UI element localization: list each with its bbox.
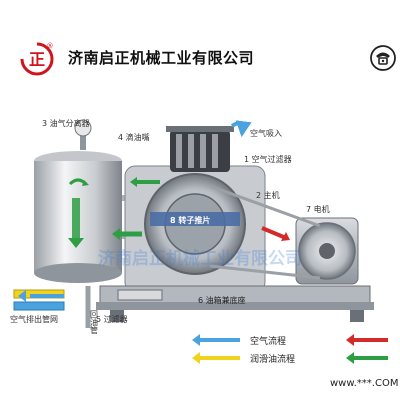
label-oil-separator: 3 油气分离器	[42, 118, 90, 128]
label-air-filter-1: 1 空气过滤器	[244, 154, 292, 164]
oil-tank-base	[96, 285, 374, 322]
company-name: 济南启正机械工业有限公司	[68, 49, 255, 67]
compressor-diagram: 3 油气分离器 4 滴油嘴 空气吸入 1 空气过滤器 2 主机 7 电机 8 转…	[0, 106, 400, 400]
label-return-pipe-text: 回油管	[90, 310, 99, 335]
label-air-intake: 空气吸入	[250, 128, 282, 138]
legend: 空气流程 润滑油流程	[192, 334, 388, 365]
label-air-filter-5: 5 过滤器	[96, 314, 128, 324]
label-main-unit: 2 主机	[256, 190, 280, 200]
oil-separator-tank	[34, 151, 122, 283]
legend-lube-arrow	[192, 352, 200, 364]
phone-icon[interactable]	[369, 44, 397, 72]
air-intake-arrow	[230, 120, 252, 138]
air-flow-arrow-1-head	[18, 290, 26, 302]
label-rotor: 8 转子推片	[170, 215, 210, 225]
drive-arrow	[261, 226, 287, 240]
footer-url: www.***.COM	[330, 378, 398, 389]
label-motor: 7 电机	[306, 204, 330, 214]
oil-flow-arrow-2-head	[130, 177, 137, 187]
drive-belt	[209, 184, 321, 280]
registered-mark: ®	[47, 42, 54, 50]
legend-air-arrow	[192, 334, 200, 346]
tank-valve	[74, 119, 92, 150]
main-unit	[124, 165, 266, 293]
legend-green-arrow	[346, 352, 354, 364]
header: 正 ® 济南启正机械工业有限公司	[0, 0, 400, 106]
company-logo: 正 ®	[19, 41, 54, 76]
watermark: 济南启正机械工业有限公司	[98, 248, 302, 269]
diagram-svg: 3 油气分离器 4 滴油嘴 空气吸入 1 空气过滤器 2 主机 7 电机 8 转…	[0, 106, 400, 400]
logo-text: 正	[29, 50, 45, 69]
legend-lube-label: 润滑油流程	[250, 353, 295, 365]
drive-arrow-head	[281, 232, 290, 241]
legend-red-arrow	[346, 334, 354, 346]
air-filter-canister	[166, 126, 234, 172]
label-oil-tank-base: 6 油箱兼底座	[198, 295, 246, 305]
oil-flow-arrow-1-head	[112, 228, 120, 240]
label-exhaust-pipe: 空气排出管网	[10, 314, 58, 324]
legend-air-label: 空气流程	[250, 335, 286, 347]
label-oil-drip: 4 滴油嘴	[118, 132, 150, 142]
motor	[295, 217, 359, 285]
label-return-pipe: 回油管	[90, 310, 99, 335]
small-filter	[117, 289, 163, 301]
